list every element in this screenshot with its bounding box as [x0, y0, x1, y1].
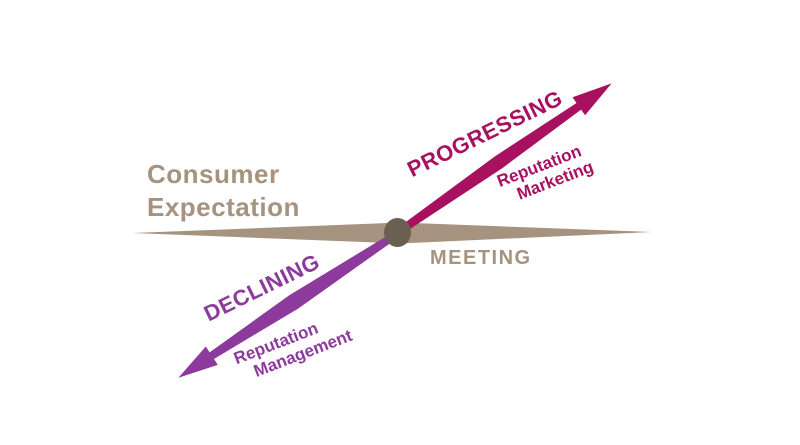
consumer-expectation-label: Consumer Expectation — [147, 158, 300, 224]
consumer-expectation-line1: Consumer — [147, 159, 280, 189]
center-dot — [384, 218, 411, 247]
declining-arrow — [178, 237, 390, 378]
meeting-label: MEETING — [430, 247, 532, 269]
consumer-expectation-line2: Expectation — [147, 192, 300, 222]
progressing-arrow — [404, 83, 612, 230]
